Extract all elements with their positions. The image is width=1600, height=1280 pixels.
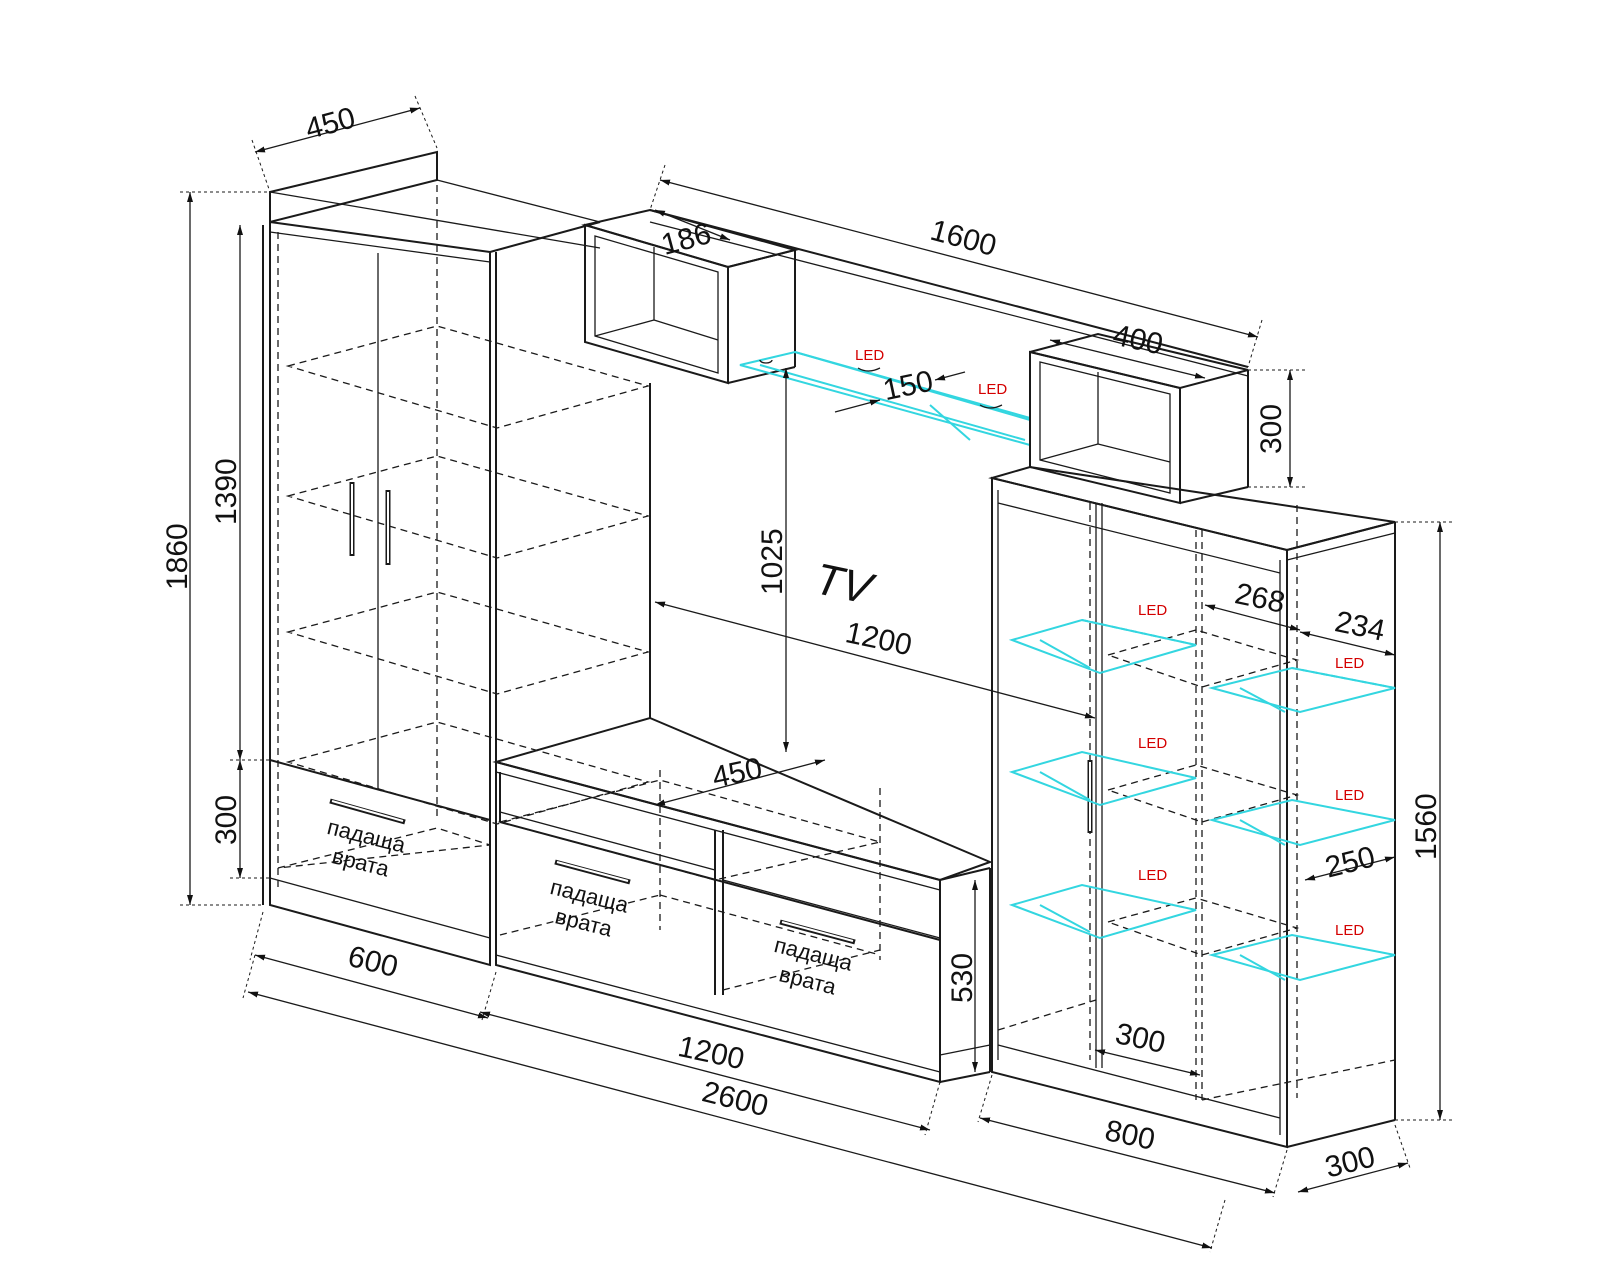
led-label-2: LED	[978, 381, 1007, 398]
left-cabinet	[262, 150, 651, 967]
dim-glass-shelf-depth: 150	[880, 365, 936, 408]
dim-tv-base-width: 1200	[675, 1030, 747, 1076]
dim-right-cabinet-height: 1560	[1410, 793, 1443, 860]
dim-shelf-box-depth: 186	[658, 217, 715, 262]
dimension-lines	[180, 95, 1455, 1253]
led-label-4: LED	[1138, 735, 1167, 752]
dim-tv-base-depth: 450	[709, 752, 765, 795]
led-label-1: LED	[855, 347, 884, 364]
dim-left-cabinet-width: 600	[345, 940, 402, 984]
dim-tv-width: 1200	[843, 616, 915, 662]
led-label-3: LED	[1138, 602, 1167, 619]
led-label-7: LED	[1335, 787, 1364, 804]
dim-overall-width: 2600	[699, 1075, 772, 1123]
dim-right-shelf-250: 250	[1322, 840, 1379, 884]
dim-total-height: 1860	[161, 523, 194, 590]
dim-top-span: 1600	[927, 214, 1000, 263]
led-label-6: LED	[1335, 655, 1364, 672]
right-cabinet	[988, 465, 1396, 1149]
led-label-8: LED	[1335, 922, 1364, 939]
dim-right-cabinet-width: 800	[1102, 1114, 1158, 1157]
dim-right-box-width: 400	[1110, 319, 1166, 362]
dim-right-inner-300: 300	[1112, 1017, 1168, 1060]
led-label-5: LED	[1138, 867, 1167, 884]
tv-label: TV	[811, 554, 880, 614]
dim-lower-drawer-height: 300	[210, 795, 243, 845]
dim-base-height: 530	[946, 953, 979, 1003]
dim-top-depth: 450	[302, 101, 359, 146]
dim-upper-section-height: 1390	[210, 458, 243, 525]
dim-tv-height: 1025	[756, 528, 789, 595]
dim-right-cabinet-depth: 300	[1322, 1140, 1379, 1184]
dim-right-box-height: 300	[1255, 404, 1288, 454]
